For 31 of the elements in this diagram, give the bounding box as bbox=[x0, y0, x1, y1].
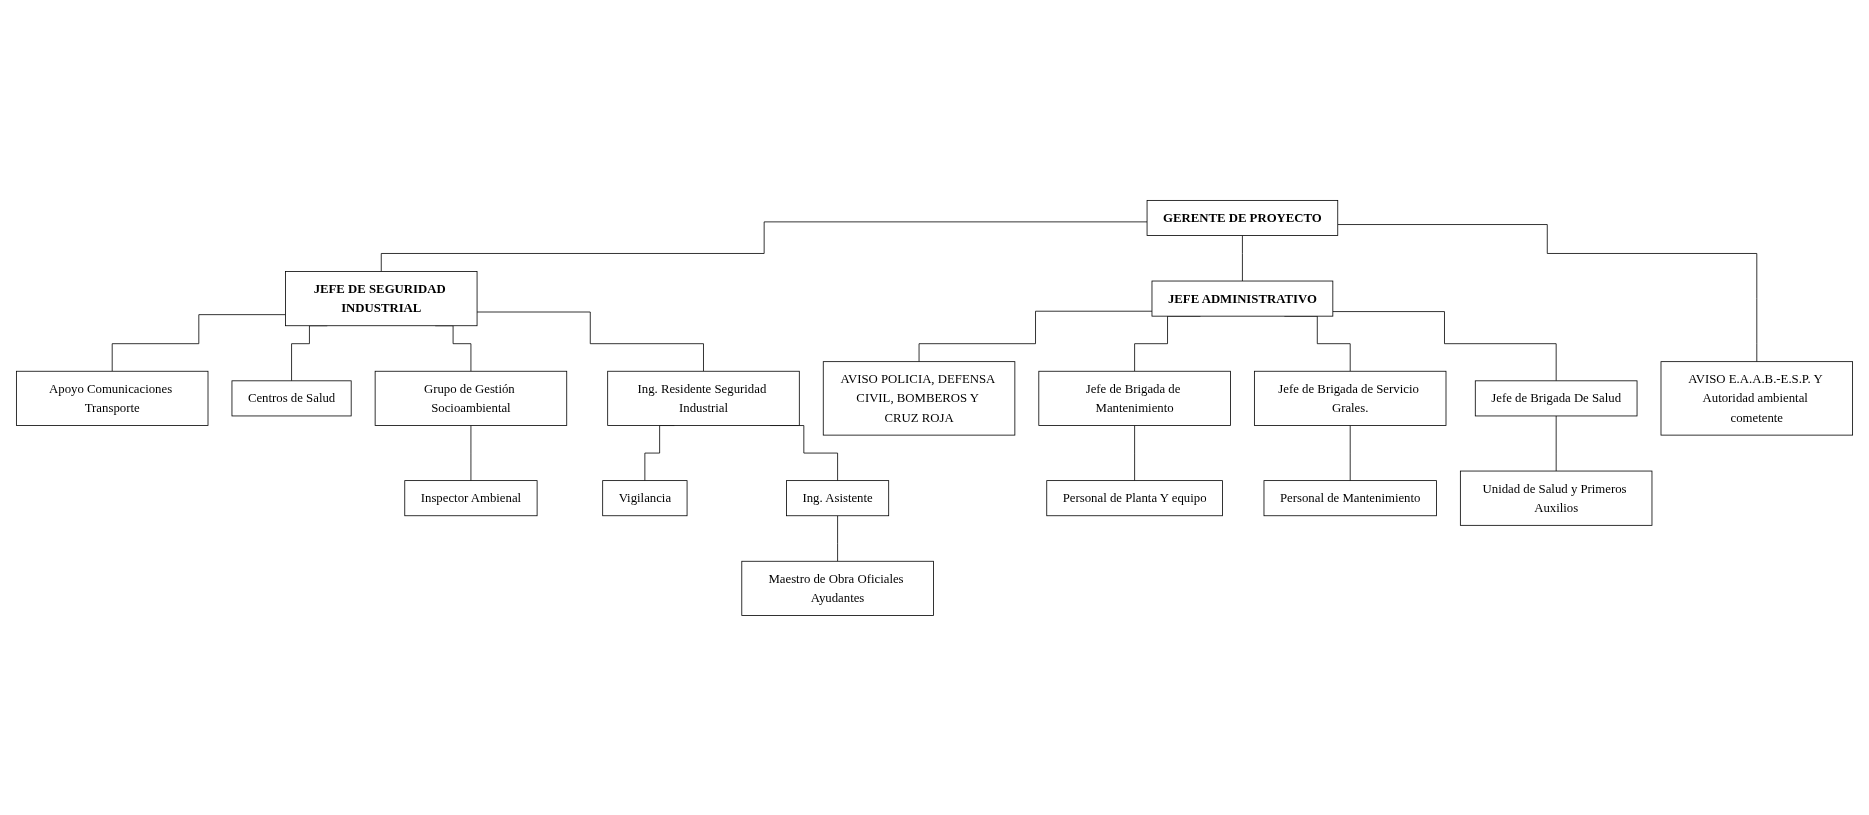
node-box: Jefe de Brigada de Servicio Grales. bbox=[1254, 370, 1447, 426]
connector bbox=[1555, 415, 1557, 471]
node-box: Grupo de Gestión Socioambiental bbox=[374, 370, 568, 426]
connector bbox=[476, 311, 704, 372]
node-box: Personal de Planta Y equipo bbox=[1046, 479, 1223, 516]
connector bbox=[380, 221, 1148, 272]
connector bbox=[837, 514, 838, 562]
connector bbox=[1349, 424, 1351, 481]
connector bbox=[1134, 424, 1135, 481]
connector bbox=[111, 313, 286, 372]
node-box: JEFE DE SEGURIDAD INDUSTRIAL bbox=[285, 270, 478, 326]
node-box: AVISO E.A.A.B.-E.S.P. Y Autoridad ambiental cometente bbox=[1660, 360, 1853, 436]
node-box: Jefe de Brigada de Mantenimiento bbox=[1038, 370, 1231, 426]
node-box: Apoyo Comunicaciones Transporte bbox=[16, 370, 209, 426]
node-box: Ing. Residente Seguridad Industrial bbox=[607, 370, 800, 426]
node-box: Unidad de Salud y Primeros Auxilios bbox=[1459, 470, 1653, 526]
connector bbox=[1242, 234, 1243, 281]
connector bbox=[470, 424, 472, 481]
node-box: JEFE ADMINISTRATIVO bbox=[1151, 280, 1334, 317]
node-box: GERENTE DE PROYECTO bbox=[1146, 199, 1339, 236]
node-box: Personal de Mantenimiento bbox=[1263, 479, 1437, 516]
node-box: Jefe de Brigada De Salud bbox=[1474, 379, 1638, 416]
connector bbox=[1332, 310, 1557, 381]
connector bbox=[918, 310, 1153, 362]
connector bbox=[1337, 223, 1758, 362]
node-box: Maestro de Obra Oficiales Ayudantes bbox=[741, 560, 934, 616]
node-box: Ing. Asistente bbox=[786, 479, 890, 516]
node-box: AVISO POLICIA, DEFENSA CIVIL, BOMBEROS Y CRUZ ROJA bbox=[822, 360, 1016, 436]
node-box: Centros de Salud bbox=[231, 379, 352, 416]
node-box: Inspector Ambienal bbox=[404, 479, 538, 516]
node-box: Vigilancia bbox=[602, 479, 688, 516]
